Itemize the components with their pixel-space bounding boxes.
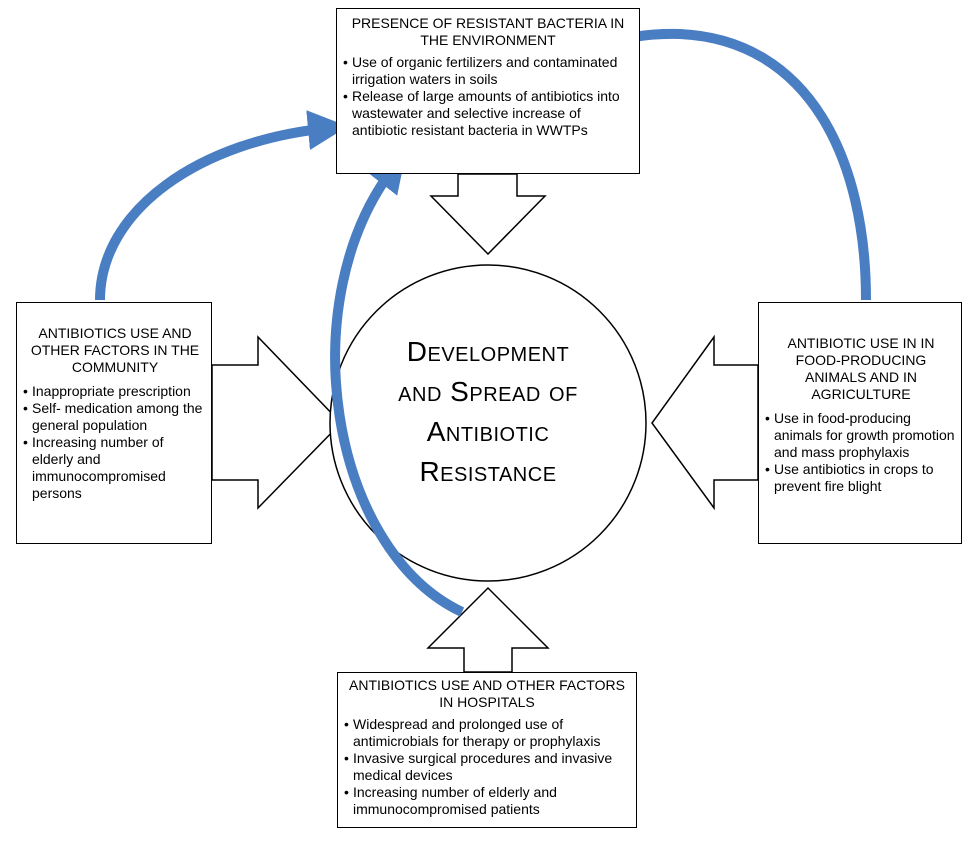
hospitals-box-title: ANTIBIOTICS USE AND OTHER FACTORS IN HOS… xyxy=(349,677,625,710)
list-item: Increasing number of elderly and immunoc… xyxy=(23,434,207,502)
flow-arrow-hospitals-to-environment xyxy=(330,151,465,617)
center-title-line: Antibiotic xyxy=(426,416,550,447)
environment-factor-list: Use of organic fertilizers and contamina… xyxy=(343,54,633,139)
list-item: Self- medication among the general popul… xyxy=(23,400,207,434)
environment-box-title: PRESENCE OF RESISTANT BACTERIA IN THE EN… xyxy=(351,15,625,48)
block-arrow-top xyxy=(429,173,547,256)
list-item: Use of organic fertilizers and contamina… xyxy=(343,54,633,88)
list-item: Invasive surgical procedures and invasiv… xyxy=(344,750,630,784)
agriculture-factor-list: Use in food-producing animals for growth… xyxy=(765,410,957,495)
list-item: Release of large amounts of antibiotics … xyxy=(343,88,633,139)
community-box: ANTIBIOTICS USE AND OTHER FACTORS IN THE… xyxy=(16,302,212,544)
block-arrow-bottom xyxy=(426,586,550,673)
hospitals-factor-list: Widespread and prolonged use of antimicr… xyxy=(344,716,630,818)
center-circle xyxy=(329,264,647,582)
flow-arrow-community-to-environment xyxy=(95,110,348,301)
list-item: Use in food-producing animals for growth… xyxy=(765,410,957,461)
center-title-line: and Spread of xyxy=(398,376,578,407)
center-title: Development and Spread of Antibiotic Res… xyxy=(338,332,638,492)
environment-box: PRESENCE OF RESISTANT BACTERIA IN THE EN… xyxy=(336,8,640,174)
center-title-line: Development xyxy=(406,336,570,367)
list-item: Widespread and prolonged use of antimicr… xyxy=(344,716,630,750)
list-item: Inappropriate prescription xyxy=(23,383,207,400)
hospitals-box: ANTIBIOTICS USE AND OTHER FACTORS IN HOS… xyxy=(337,672,637,828)
list-item: Use antibiotics in crops to prevent fire… xyxy=(765,461,957,495)
block-arrow-left xyxy=(211,335,343,510)
community-box-title: ANTIBIOTICS USE AND OTHER FACTORS IN THE… xyxy=(30,325,200,375)
center-title-line: Resistance xyxy=(419,456,557,487)
list-item: Increasing number of elderly and immunoc… xyxy=(344,784,630,818)
block-arrow-right xyxy=(651,334,759,511)
agriculture-box-title: ANTIBIOTIC USE IN IN FOOD-PRODUCING ANIM… xyxy=(787,335,935,402)
agriculture-box: ANTIBIOTIC USE IN IN FOOD-PRODUCING ANIM… xyxy=(758,302,962,544)
flow-arrow-animals-to-environment xyxy=(588,19,871,301)
community-factor-list: Inappropriate prescription Self- medicat… xyxy=(23,383,207,502)
